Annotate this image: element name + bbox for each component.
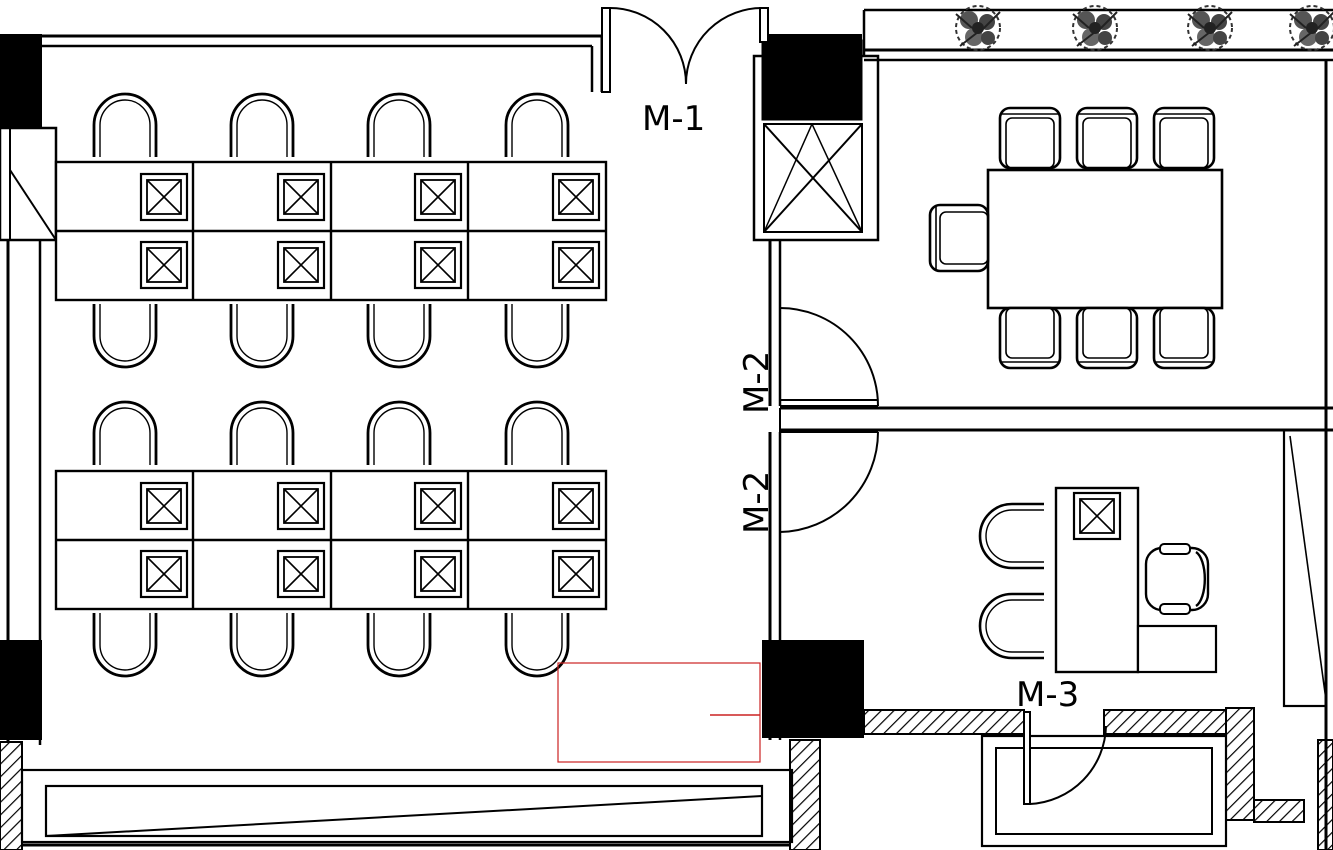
door-m1 (601, 6, 769, 93)
planter-shrubs (955, 5, 1333, 51)
door-label-m2-lower: M-2 (737, 471, 777, 534)
door-m3 (1023, 711, 1107, 805)
door-label-m2-upper: M-2 (737, 351, 777, 414)
manager-desk-set (978, 486, 1218, 674)
window-bay-left (0, 126, 58, 242)
workstation-cluster-upper (54, 92, 608, 369)
door-label-m3: M-3 (1016, 675, 1079, 715)
hatched-walls (0, 707, 1333, 850)
door-label-m1: M-1 (642, 99, 705, 139)
central-partition (752, 34, 880, 740)
window-sill-bottom (20, 768, 794, 844)
conference-table-set (928, 106, 1224, 370)
door-m2-lower (779, 431, 879, 533)
workstation-cluster-lower (54, 400, 608, 678)
door-m2-upper (779, 307, 879, 407)
selection-marquee (557, 662, 761, 763)
